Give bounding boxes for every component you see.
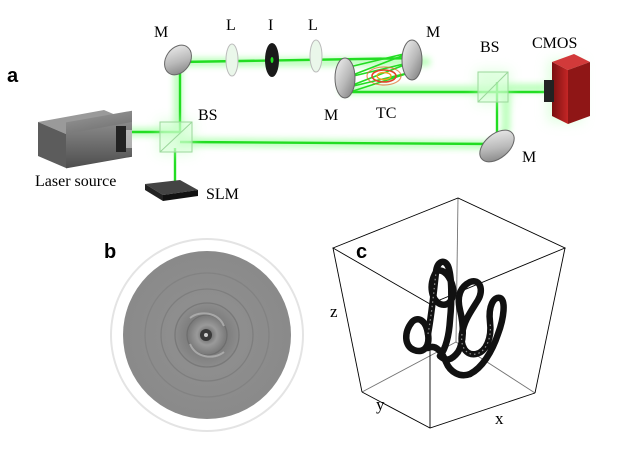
mirror-bottom-right <box>479 129 515 163</box>
mirror-tc-left <box>334 57 356 99</box>
label-slm: SLM <box>206 186 239 203</box>
mirror-tc-right <box>401 39 423 81</box>
panel-b-pattern: b <box>104 238 304 432</box>
beam-splitter-right <box>476 70 510 104</box>
panel-label-c: c <box>356 241 367 263</box>
laser-source <box>38 110 132 169</box>
label-mirror-top-left: M <box>154 24 168 41</box>
turbulence-cell-heater <box>366 66 402 86</box>
trajectory-highlight <box>427 271 491 355</box>
label-bs-right: BS <box>480 39 500 56</box>
panel-label-a: a <box>7 65 19 87</box>
label-laser-source: Laser source <box>35 173 116 190</box>
label-mirror-tc-right: M <box>426 24 440 41</box>
label-cmos: CMOS <box>532 35 577 52</box>
panel-a-setup: a M L I L M BS CMOS M TC BS M Laser sour… <box>7 17 590 203</box>
label-iris: I <box>268 17 273 34</box>
label-lens-left: L <box>226 17 236 34</box>
label-lens-right: L <box>308 17 318 34</box>
beam-mirror-to-tc <box>179 56 421 64</box>
pattern-fringes <box>144 272 270 398</box>
lens-left <box>225 43 239 77</box>
beam-bs-to-mirror-right <box>179 140 498 146</box>
iris <box>265 43 279 77</box>
panel-label-b: b <box>104 241 116 263</box>
axis-label-y: y <box>376 395 385 414</box>
lens-right <box>309 39 323 73</box>
axis-label-x: x <box>495 409 504 428</box>
trajectory-curve <box>403 258 507 379</box>
beam-splitter-left <box>158 120 194 154</box>
pattern-vortex-center <box>204 333 208 337</box>
cmos-camera <box>544 54 590 124</box>
panel-c-trajectory: c z y x <box>330 197 567 429</box>
label-mirror-bottom-right: M <box>522 149 536 166</box>
label-bs-left: BS <box>198 107 218 124</box>
label-tc: TC <box>376 105 396 122</box>
axis-label-z: z <box>330 302 338 321</box>
mirror-top-left <box>164 44 192 76</box>
label-mirror-tc-left: M <box>324 107 338 124</box>
slm-device <box>145 180 198 201</box>
